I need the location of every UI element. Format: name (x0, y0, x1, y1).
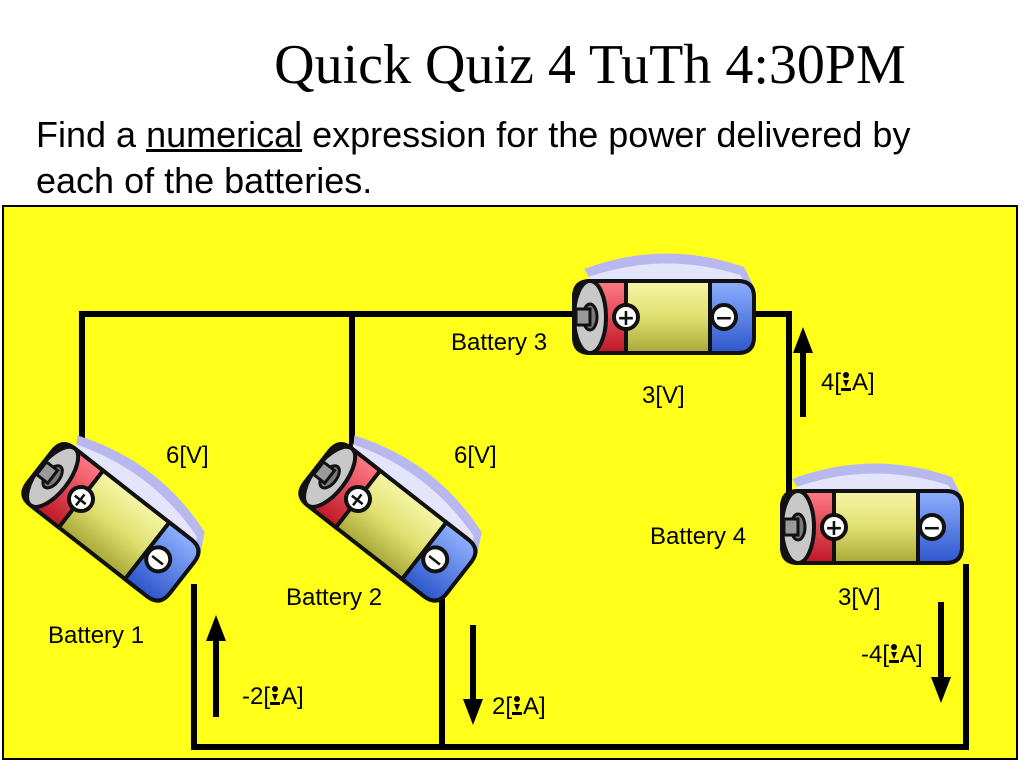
battery-4-voltage: 3[V] (838, 584, 881, 611)
battery3-right-wire (741, 311, 792, 510)
circuit-diagram-panel: + − (2, 205, 1018, 760)
top-wire (79, 311, 587, 480)
battery-3-voltage: 3[V] (642, 382, 685, 409)
battery-2-label: Battery 2 (286, 584, 382, 611)
battery-1-voltage: 6[V] (166, 442, 209, 469)
battery-4-current-value: -4[ (861, 641, 889, 668)
current-arrow-1 (206, 615, 226, 717)
battery-3-current: 4[ A] (821, 369, 875, 396)
battery-2-current-unit: A] (523, 693, 546, 720)
current-arrow-4 (931, 602, 951, 703)
battery-1-current: -2[ A] (242, 683, 304, 710)
instructions-after: expression for the power delivered by ea… (36, 114, 911, 201)
instructions-text: Find a numerical expression for the powe… (36, 112, 996, 204)
battery-4-current-unit: A] (900, 641, 923, 668)
current-symbol-icon (889, 644, 899, 663)
battery-3-current-unit: A] (852, 369, 875, 396)
circuit-diagram: + − (15, 251, 969, 750)
current-symbol-icon (512, 696, 522, 715)
instructions-before: Find a (36, 114, 147, 155)
current-symbol-icon (841, 372, 851, 391)
current-arrow-2 (463, 625, 483, 725)
current-symbol-icon (270, 686, 280, 705)
battery-2-voltage: 6[V] (454, 442, 497, 469)
battery-1-current-unit: A] (281, 683, 304, 710)
battery-3-current-value: 4[ (821, 369, 841, 396)
battery-4-current: -4[ A] (861, 641, 923, 668)
battery-3-label: Battery 3 (451, 329, 547, 356)
slide-title: Quick Quiz 4 TuTh 4:30PM (274, 34, 906, 96)
battery-1-current-value: -2[ (242, 683, 270, 710)
battery-1-label: Battery 1 (48, 622, 144, 649)
battery-4-icon (780, 461, 964, 565)
battery-4-label: Battery 4 (650, 523, 746, 550)
current-arrow-3 (793, 327, 813, 417)
battery-2-current: 2[ A] (492, 693, 546, 720)
battery-3-icon (572, 251, 756, 355)
bottom-wire (191, 564, 969, 750)
circuit-wires (79, 311, 969, 750)
battery-2-current-value: 2[ (492, 693, 512, 720)
instructions-emphasis: numerical (146, 114, 303, 155)
